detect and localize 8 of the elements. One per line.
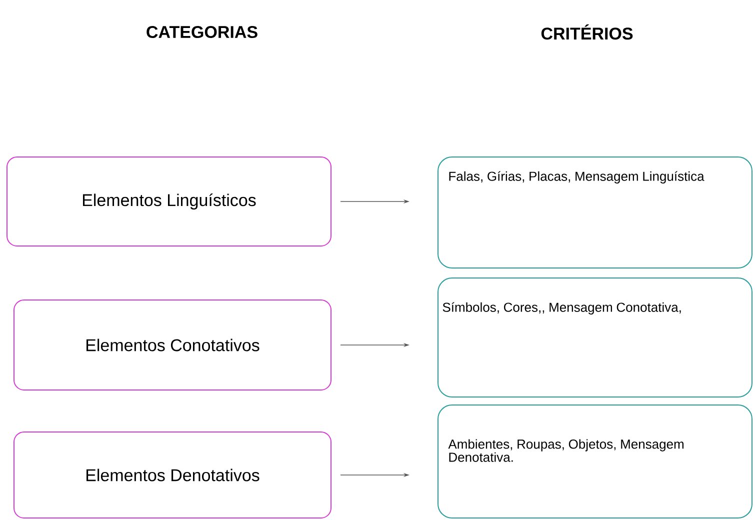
column-heading: CATEGORIAS (146, 26, 258, 38)
category-box: Elementos Linguísticos (6, 156, 332, 246)
criteria-box: Símbolos, Cores,, Mensagem Conotativa, (438, 278, 752, 398)
category-box: Elementos Denotativos (14, 432, 332, 518)
criteria-box: Ambientes, Roupas, Objetos, Mensagem Denotativa. (438, 404, 752, 518)
criteria-box: Falas, Gírias, Placas, Mensagem Linguística (438, 156, 752, 268)
category-box: Elementos Conotativos (14, 300, 332, 390)
column-heading: CRITÉRIOS (541, 24, 633, 40)
